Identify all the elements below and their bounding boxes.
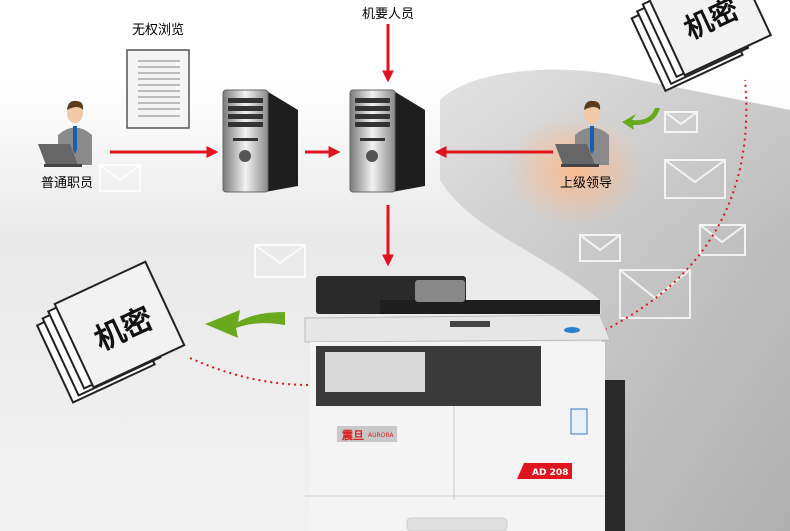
superior-person-icon [555,100,609,167]
model-badge: AD 208 [517,463,572,479]
glow [505,115,645,225]
start-button [564,327,580,333]
secret-document-stack-top-right: 机密 [630,0,773,93]
ordinary-staff-person-icon [38,100,92,167]
lcd-display [450,321,490,327]
server-2-icon [349,89,425,193]
label-superior: 上级领导 [560,176,612,191]
energy-label [570,408,588,435]
printer-side-tray [605,380,625,531]
flow-arrows [110,24,553,267]
brand-badge: 震旦 AURORA [337,426,397,442]
control-panel [304,314,611,343]
server-1-icon [222,89,298,193]
green-arrow-large-icon [205,310,285,338]
document-icon [126,49,190,129]
label-ordinary-staff: 普通职员 [41,176,93,191]
label-no-access: 无权浏览 [132,22,184,38]
green-arrow-small-icon [622,108,660,130]
model-label: AD 208 [532,468,568,478]
printer-copier: 震旦 AURORA AD 208 [304,276,625,531]
secret-document-stack-bottom-left: 机密 [35,260,186,404]
envelope-icons [99,111,746,319]
brand-en: AURORA [368,432,394,439]
brand-cn: 震旦 [341,429,364,442]
label-confidential-staff: 机要人员 [362,7,414,22]
